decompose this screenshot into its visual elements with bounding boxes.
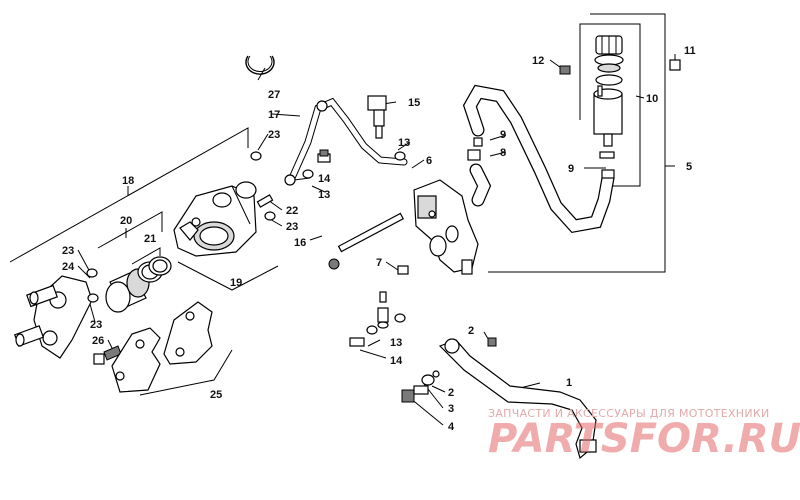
brake-pads [111,301,213,393]
hose-clamp [599,151,615,179]
brake-bracket-axle [13,275,93,359]
callout-18: 18 [122,175,134,187]
retaining-clip [245,55,275,75]
callout-labels: 1 2 2 3 4 5 6 7 8 9 9 10 11 12 13 13 13 … [62,45,696,433]
callout-16: 16 [294,237,306,249]
callout-13: 13 [318,189,330,201]
callout-24: 24 [62,261,75,273]
callout-23: 23 [268,129,280,141]
callout-13: 13 [390,337,402,349]
callout-10: 10 [646,93,658,105]
callout-26: 26 [92,335,104,347]
callout-12: 12 [532,55,544,67]
master-cylinder-bolt [328,212,409,275]
banjo-bolts-and-washers [302,149,406,347]
callout-13: 13 [398,137,410,149]
callout-11: 11 [684,45,696,57]
callout-25: 25 [210,389,222,401]
caliper-body [173,181,257,257]
callout-6: 6 [426,155,432,167]
callout-7: 7 [376,257,382,269]
callout-21: 21 [144,233,156,245]
callout-23: 23 [286,221,298,233]
bleeder-and-fittings [250,151,276,221]
t-fitting [377,291,389,329]
piston-seal-rings [137,256,172,283]
watermark-brand: PARTSFOR.RU [488,416,800,462]
caliper-washers [86,268,122,365]
callout-14: 14 [318,173,331,185]
pedal-bolt-washers [401,337,497,403]
callout-17: 17 [268,109,280,121]
callout-3: 3 [448,403,454,415]
brake-light-switch [367,95,387,139]
callout-9: 9 [500,129,506,141]
brake-line-17 [284,97,408,186]
elbow-fitting-8 [467,137,492,207]
callout-9: 9 [568,163,574,175]
brake-pedal [438,338,597,460]
callout-23: 23 [62,245,74,257]
callout-2: 2 [468,325,474,337]
watermark-tagline: ЗАПЧАСТИ И АКСЕССУАРЫ ДЛЯ МОТОТЕХНИКИ [488,407,770,420]
callout-8: 8 [500,147,506,159]
watermark: ЗАПЧАСТИ И АКСЕССУАРЫ ДЛЯ МОТОТЕХНИКИ PA… [488,407,800,462]
callout-5: 5 [686,161,692,173]
reservoir-hose [462,84,615,234]
master-cylinder [413,179,479,275]
callout-15: 15 [408,97,420,109]
callout-2: 2 [448,387,454,399]
callout-14: 14 [390,355,403,367]
callout-27: 27 [268,89,280,101]
callout-23: 23 [90,319,102,331]
callout-1: 1 [566,377,572,389]
reservoir [593,85,623,147]
callout-4: 4 [448,421,455,433]
callout-22: 22 [286,205,298,217]
callout-19: 19 [230,277,242,289]
reservoir-cap [594,35,624,86]
callout-20: 20 [120,215,132,227]
small-fasteners [559,59,681,75]
caliper-piston [105,268,150,313]
